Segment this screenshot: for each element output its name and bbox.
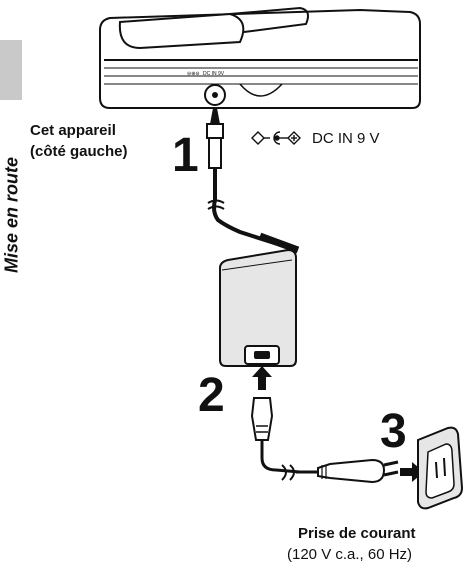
dc-cord [212, 168, 291, 250]
wall-plug[interactable] [317, 458, 399, 484]
cord-strain-relief [258, 232, 300, 254]
ac-cord [260, 440, 301, 474]
arrow-up-icon [252, 366, 272, 390]
dc-in-jack[interactable] [204, 84, 226, 106]
outlet-title: Prise de courant [298, 525, 416, 542]
dc-plug[interactable] [206, 123, 224, 139]
ac-cord-connector[interactable] [250, 397, 274, 441]
plug-tip [210, 108, 220, 124]
center-positive-polarity-icon [251, 131, 301, 145]
device-label-line2: (côté gauche) [30, 143, 128, 160]
wall-outlet [417, 426, 464, 510]
device-label-line1: Cet appareil [30, 122, 116, 139]
step-number-2: 2 [198, 369, 225, 422]
dc-input-label: DC IN 9 V [312, 130, 380, 147]
device-jack-mark: DC IN 9V [203, 71, 225, 77]
ac-adapter [219, 248, 297, 367]
step-number-3: 3 [380, 405, 407, 458]
outlet-spec: (120 V c.a., 60 Hz) [287, 546, 413, 563]
step-number-1: 1 [172, 129, 199, 182]
side-tab-marker [0, 40, 22, 100]
device-polarity-mark: ⊖⊕⊖ [187, 71, 200, 77]
device-unit [99, 6, 421, 109]
dc-plug-body [208, 137, 222, 169]
cord-break-mark [207, 199, 225, 204]
